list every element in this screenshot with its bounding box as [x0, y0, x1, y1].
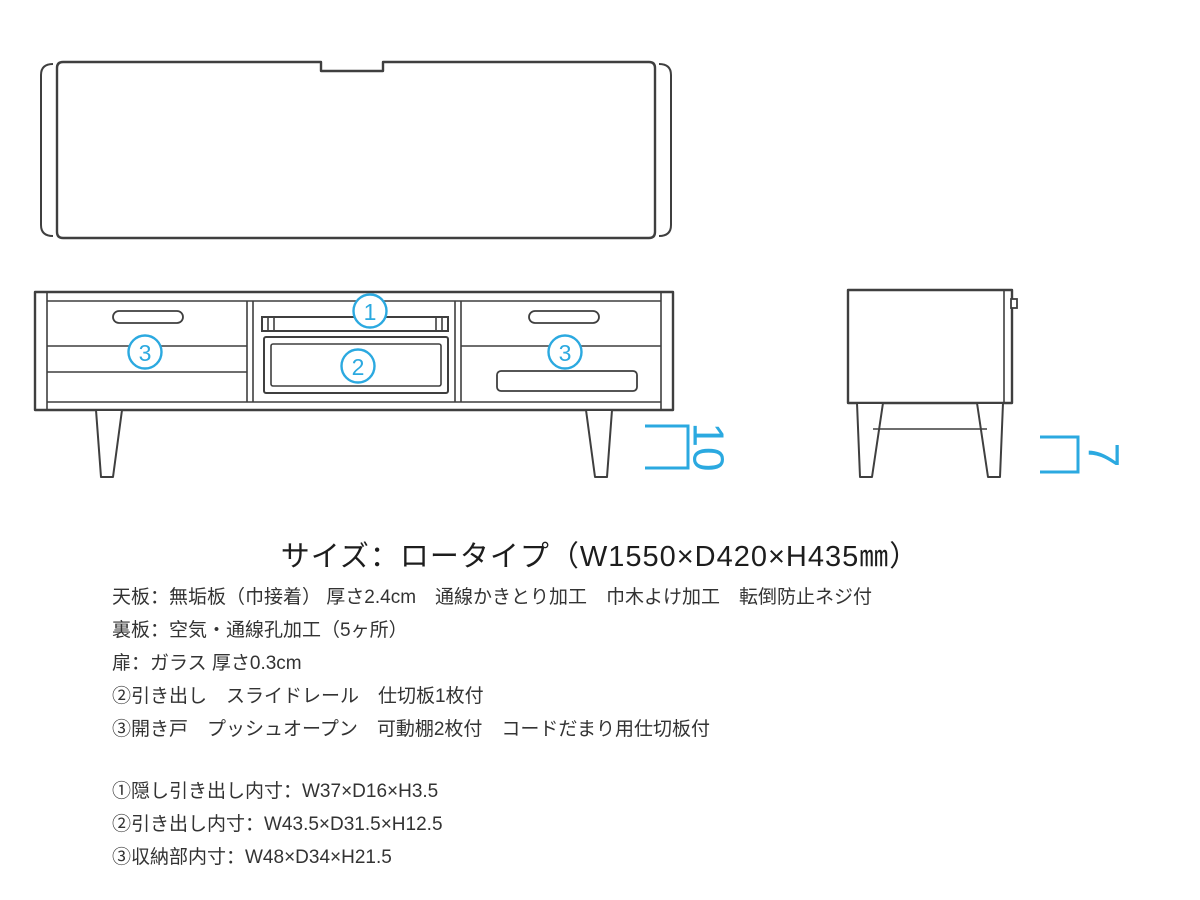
side-dimension-bracket: [1040, 435, 1080, 474]
front-right-leg: [585, 409, 613, 478]
inner-dimension-list: ①隠し引き出し内寸：W37×D16×H3.5 ②引き出し内寸：W43.5×D31…: [112, 775, 443, 874]
callout-number: 2: [352, 354, 365, 380]
side-body: [846, 288, 1014, 405]
left-door-handle-slot: [112, 310, 184, 324]
callout-3-left-door: 3: [127, 334, 163, 370]
side-view: 7: [846, 288, 1128, 478]
inner-dim-storage: ③収納部内寸：W48×D34×H21.5: [112, 847, 392, 868]
hidden-drawer-rail-ticks: [267, 317, 443, 331]
front-dimension-bracket: [645, 424, 690, 470]
spec-line-hinged-door: ③開き戸 プッシュオープン 可動棚2枚付 コードだまり用仕切板付: [112, 719, 711, 740]
callout-circle: [352, 293, 388, 329]
top-view-left-edge: [40, 63, 54, 237]
side-dimension-label: 7: [1079, 443, 1128, 467]
anti-tip-screw: [1010, 298, 1018, 309]
top-view-right-edge: [658, 63, 672, 237]
spec-line-door: 扉：ガラス 厚さ0.3cm: [112, 653, 302, 674]
cord-pocket: [496, 370, 638, 392]
side-back-leg: [856, 402, 884, 478]
front-dimension-label: 10: [684, 423, 733, 472]
front-divider-left: [246, 301, 254, 402]
spec-line-drawer: ②引き出し スライドレール 仕切板1枚付: [112, 686, 484, 707]
spec-list: 天板：無垢板（巾接着） 厚さ2.4cm 通線かきとり加工 巾木よけ加工 転倒防止…: [112, 581, 872, 746]
top-view: [40, 60, 672, 240]
callout-circle: [340, 348, 376, 384]
top-view-panel: [55, 60, 657, 240]
callout-circle: [127, 334, 163, 370]
size-title: サイズ：ロータイプ（W1550×D420×H435㎜）: [280, 541, 920, 573]
front-divider-right: [454, 301, 462, 402]
inner-dim-drawer: ②引き出し内寸：W43.5×D31.5×H12.5: [112, 814, 443, 835]
callout-2-drawer: 2: [340, 348, 376, 384]
spec-line-top-panel: 天板：無垢板（巾接着） 厚さ2.4cm 通線かきとり加工 巾木よけ加工 転倒防止…: [112, 587, 873, 608]
front-view: 1 2 3 3 10: [33, 290, 733, 478]
callout-3-right-door: 3: [547, 334, 583, 370]
spec-line-back-panel: 裏板：空気・通線孔加工（5ヶ所）: [112, 620, 408, 641]
furniture-line-drawing: 1 2 3 3 10: [33, 60, 1128, 478]
drawer-opening-inner: [270, 343, 442, 387]
callout-1-hidden-drawer: 1: [352, 293, 388, 329]
inner-dim-hidden-drawer: ①隠し引き出し内寸：W37×D16×H3.5: [112, 781, 439, 802]
right-door-handle-slot: [528, 310, 600, 324]
drawer-opening-outer: [263, 336, 449, 394]
callout-circle: [547, 334, 583, 370]
callout-number: 3: [559, 340, 572, 366]
side-front-leg: [976, 402, 1004, 478]
callout-number: 1: [364, 299, 377, 325]
front-left-leg: [95, 409, 123, 478]
callout-number: 3: [139, 340, 152, 366]
